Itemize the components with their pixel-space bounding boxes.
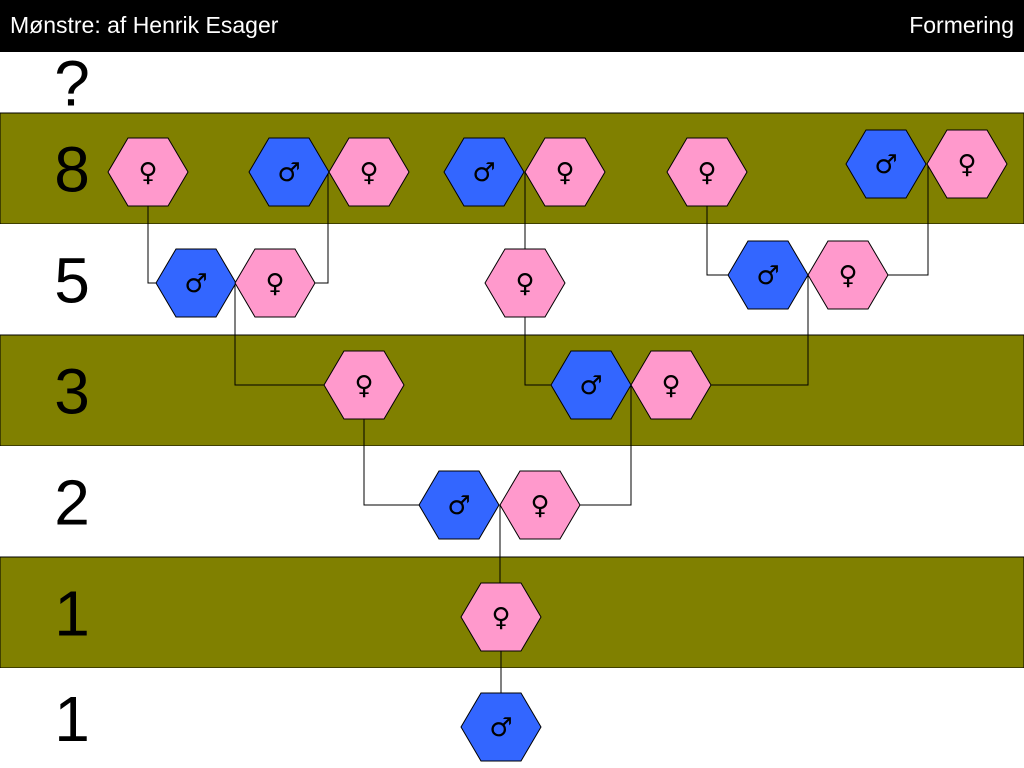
hexagon-shape <box>328 137 410 207</box>
male-individual: ♂ <box>443 137 525 207</box>
lineage-connector <box>706 206 729 276</box>
male-individual: ♂ <box>155 248 237 318</box>
hexagon-shape <box>524 137 606 207</box>
female-symbol-icon: ♀ <box>359 158 378 188</box>
female-symbol-icon: ♀ <box>555 158 574 188</box>
hexagon-shape <box>807 240 889 310</box>
generation-count-label: 1 <box>54 683 90 755</box>
male-symbol-icon: ♂ <box>184 269 207 299</box>
male-individual: ♂ <box>418 470 500 540</box>
hexagon-shape <box>443 137 525 207</box>
male-symbol-icon: ♂ <box>489 713 512 743</box>
generation-count-label: ? <box>54 48 90 120</box>
male-symbol-icon: ♂ <box>579 371 602 401</box>
lineage-connector <box>887 164 929 276</box>
male-symbol-icon: ♂ <box>874 150 897 180</box>
female-symbol-icon: ♀ <box>265 269 284 299</box>
male-individual: ♂ <box>845 129 927 199</box>
male-individual: ♂ <box>550 350 632 420</box>
hexagon-shape <box>460 582 542 652</box>
female-individual: ♀ <box>666 137 748 207</box>
female-symbol-icon: ♀ <box>515 269 534 299</box>
generation-count-label: 5 <box>54 245 90 317</box>
female-individual: ♀ <box>926 129 1008 199</box>
header-bar: Mønstre: af Henrik Esager Formering <box>0 0 1024 52</box>
female-individual: ♀ <box>323 350 405 420</box>
hexagon-shape <box>418 470 500 540</box>
hexagon-shape <box>107 137 189 207</box>
male-individual: ♂ <box>460 692 542 762</box>
lineage-connector <box>363 419 420 506</box>
hexagon-shape <box>666 137 748 207</box>
female-symbol-icon: ♀ <box>138 158 157 188</box>
female-individual: ♀ <box>630 350 712 420</box>
header-section-title: Formering <box>909 12 1014 38</box>
generation-count-label: 8 <box>54 134 90 206</box>
female-symbol-icon: ♀ <box>957 150 976 180</box>
male-symbol-icon: ♂ <box>277 158 300 188</box>
header-title: Mønstre: af Henrik Esager <box>10 12 279 38</box>
male-individual: ♂ <box>727 240 809 310</box>
generation-count-label: 2 <box>54 467 90 539</box>
female-individual: ♀ <box>328 137 410 207</box>
male-symbol-icon: ♂ <box>447 491 470 521</box>
hexagon-shape <box>630 350 712 420</box>
female-symbol-icon: ♀ <box>697 158 716 188</box>
hexagon-shape <box>926 129 1008 199</box>
lineage-connector <box>147 206 157 284</box>
male-symbol-icon: ♂ <box>472 158 495 188</box>
hexagon-shape <box>845 129 927 199</box>
lineage-connector <box>524 317 552 386</box>
female-individual: ♀ <box>524 137 606 207</box>
female-individual: ♀ <box>484 248 566 318</box>
female-individual: ♀ <box>460 582 542 652</box>
lineage-connector <box>579 385 632 506</box>
hexagon-shape <box>323 350 405 420</box>
generation-count-label: 3 <box>54 356 90 428</box>
male-symbol-icon: ♂ <box>756 261 779 291</box>
hexagon-shape <box>460 692 542 762</box>
lineage-connector <box>710 275 809 386</box>
female-symbol-icon: ♀ <box>661 371 680 401</box>
female-symbol-icon: ♀ <box>354 371 373 401</box>
female-symbol-icon: ♀ <box>838 261 857 291</box>
lineage-connector <box>234 283 325 386</box>
female-symbol-icon: ♀ <box>530 491 549 521</box>
lineage-connector <box>314 172 329 284</box>
female-individual: ♀ <box>499 470 581 540</box>
female-individual: ♀ <box>807 240 889 310</box>
female-individual: ♀ <box>107 137 189 207</box>
row-band-0 <box>0 52 1024 113</box>
female-individual: ♀ <box>234 248 316 318</box>
female-symbol-icon: ♀ <box>491 603 510 633</box>
hexagon-shape <box>484 248 566 318</box>
hexagon-shape <box>499 470 581 540</box>
hexagon-shape <box>234 248 316 318</box>
generation-count-label: 1 <box>54 578 90 650</box>
row-band-3 <box>0 334 1024 447</box>
